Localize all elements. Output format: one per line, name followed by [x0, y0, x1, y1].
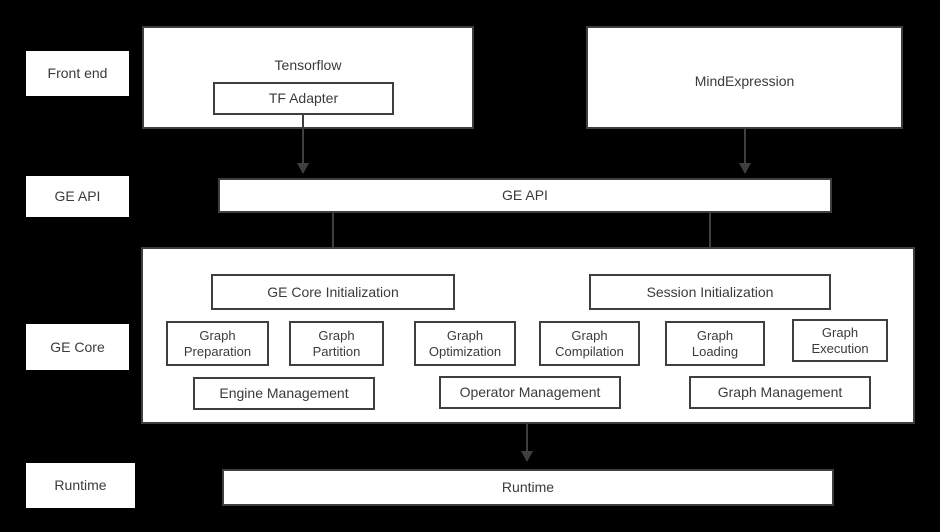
graph-optimization-box[interactable]: Graph Optimization: [414, 321, 516, 366]
graph-management-label: Graph Management: [717, 384, 843, 401]
connector-ge-api-to-session-initialization: [709, 213, 711, 261]
ge-core-initialization-label: GE Core Initialization: [267, 283, 399, 300]
operator-management-box[interactable]: Operator Management: [439, 376, 621, 409]
connector-mindexpression-to-ge-api: [744, 129, 746, 166]
operator-management-label: Operator Management: [459, 384, 601, 401]
arrowhead-tf-adapter-to-ge-api: [297, 163, 309, 174]
tensorflow-title: Tensorflow: [274, 57, 342, 73]
graph-partition-box[interactable]: Graph Partition: [289, 321, 384, 366]
stage-label-runtime-text: Runtime: [54, 477, 107, 494]
session-initialization-box[interactable]: Session Initialization: [589, 274, 831, 310]
engine-management-label: Engine Management: [219, 385, 349, 402]
stage-label-front-end: Front end: [26, 51, 129, 96]
stage-label-front-end-text: Front end: [47, 65, 108, 82]
arrowhead-mindexpression-to-ge-api: [739, 163, 751, 174]
tf-adapter-box[interactable]: TF Adapter: [213, 82, 394, 115]
ge-api-bar-label: GE API: [502, 187, 548, 204]
ge-api-bar[interactable]: GE API: [218, 178, 832, 213]
graph-optimization-label: Graph Optimization: [428, 328, 502, 359]
arrowhead-ge-core-to-runtime: [521, 451, 533, 462]
graph-loading-box[interactable]: Graph Loading: [665, 321, 765, 366]
connector-ge-core-to-runtime: [526, 424, 528, 460]
graph-execution-label: Graph Execution: [811, 325, 869, 356]
graph-compilation-label: Graph Compilation: [555, 328, 624, 359]
runtime-bar[interactable]: Runtime: [222, 469, 834, 506]
runtime-bar-label: Runtime: [501, 479, 555, 496]
tf-adapter-label: TF Adapter: [268, 90, 339, 107]
graph-execution-box[interactable]: Graph Execution: [792, 319, 888, 362]
graph-preparation-box[interactable]: Graph Preparation: [166, 321, 269, 366]
graph-preparation-label: Graph Preparation: [183, 328, 252, 359]
graph-loading-label: Graph Loading: [691, 328, 739, 359]
mindexpression-title: MindExpression: [694, 73, 795, 89]
stage-label-ge-api: GE API: [26, 176, 129, 217]
mindexpression-panel[interactable]: MindExpression: [586, 26, 903, 129]
engine-management-box[interactable]: Engine Management: [193, 377, 375, 410]
stage-label-runtime: Runtime: [26, 463, 135, 508]
stage-label-ge-core: GE Core: [26, 324, 129, 370]
graph-partition-label: Graph Partition: [312, 328, 361, 359]
stage-label-ge-core-text: GE Core: [50, 338, 105, 355]
graph-management-box[interactable]: Graph Management: [689, 376, 871, 409]
connector-tf-adapter-to-ge-api: [302, 115, 304, 166]
ge-core-initialization-box[interactable]: GE Core Initialization: [211, 274, 455, 310]
graph-compilation-box[interactable]: Graph Compilation: [539, 321, 640, 366]
connector-ge-api-to-ge-core-initialization: [332, 213, 334, 261]
session-initialization-label: Session Initialization: [646, 283, 774, 300]
stage-label-ge-api-text: GE API: [54, 188, 101, 205]
